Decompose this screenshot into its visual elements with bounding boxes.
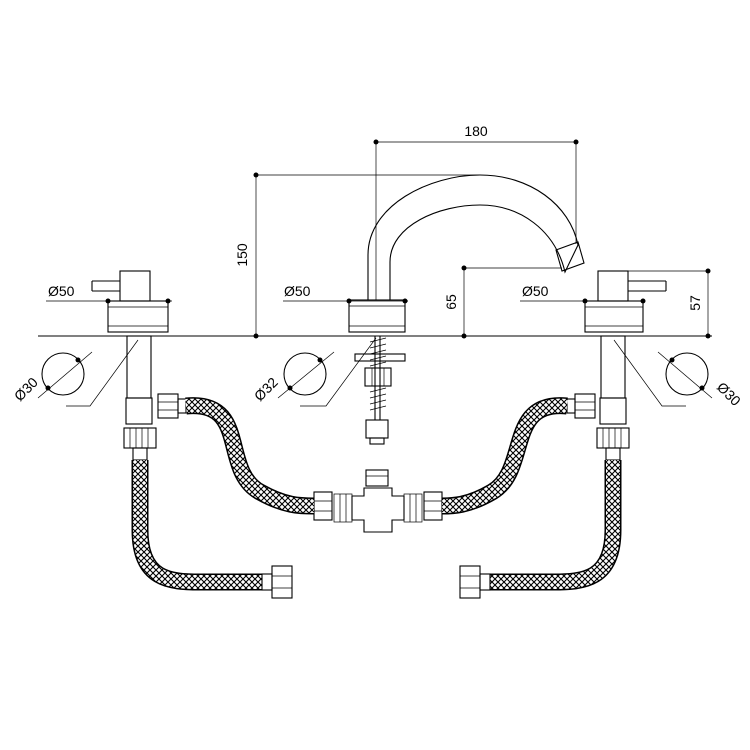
- dim-label-180: 180: [464, 123, 488, 139]
- left-supply-nut: [261, 565, 293, 599]
- dim-label-right-base: Ø50: [522, 283, 549, 299]
- spout-base: [348, 299, 406, 333]
- dim-150: [253, 172, 480, 339]
- spout-gooseneck: [367, 174, 579, 300]
- spout: [348, 174, 585, 333]
- hose-right-to-tee: [441, 397, 568, 515]
- dim-left-base: [46, 298, 172, 304]
- dim-label-center-hole: Ø32: [251, 374, 281, 404]
- dim-label-57: 57: [687, 295, 703, 311]
- dim-57: [628, 268, 711, 339]
- dim-180: [373, 139, 579, 300]
- right-handle-base: [584, 300, 644, 333]
- center-shank: [354, 336, 406, 487]
- left-valve-body: [123, 335, 187, 461]
- right-handle: [584, 270, 667, 333]
- left-handle-base: [107, 300, 169, 333]
- right-supply-nut: [459, 565, 491, 599]
- right-valve-body: [566, 335, 630, 461]
- dim-right-hole: [613, 339, 713, 407]
- dim-label-left-base: Ø50: [48, 283, 75, 299]
- hose-right-supply: [490, 460, 622, 591]
- tee-nut-right: [423, 491, 443, 521]
- dim-center-base: [283, 298, 408, 304]
- hose-left-to-tee: [185, 397, 315, 515]
- dim-label-65: 65: [443, 294, 459, 310]
- dim-left-hole: [37, 339, 139, 407]
- hose-left-supply: [131, 460, 262, 591]
- tee-nut-left: [313, 491, 333, 521]
- dim-65: [461, 265, 562, 339]
- dim-label-center-base: Ø50: [284, 283, 311, 299]
- left-handle: [91, 270, 169, 333]
- dim-label-150: 150: [234, 243, 250, 267]
- dim-right-base: [520, 298, 646, 304]
- dim-center-hole: [277, 337, 377, 407]
- spout-outlet: [555, 241, 585, 272]
- dim-label-left-hole: Ø30: [11, 374, 41, 404]
- dim-label-right-hole: Ø30: [714, 379, 744, 409]
- tee-fitting: [333, 487, 423, 533]
